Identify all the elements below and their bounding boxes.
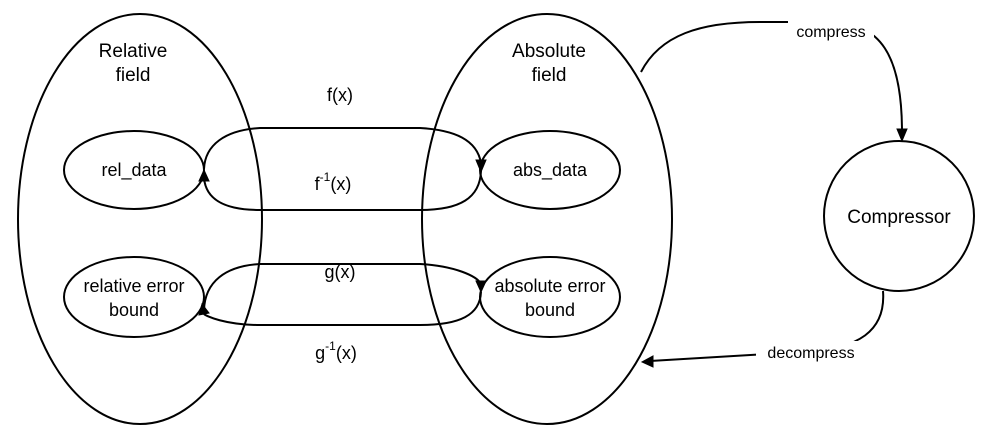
g-label: g(x) xyxy=(325,262,356,282)
absolute-error-bound-node xyxy=(479,256,621,338)
decompress-arrowhead xyxy=(640,355,654,368)
g-arrow xyxy=(203,263,482,311)
absolute-error-bound-label-line1: absolute error xyxy=(494,276,605,296)
compress-label: compress xyxy=(796,24,865,41)
f-arrow xyxy=(203,127,482,170)
compress-arrowhead xyxy=(896,128,908,143)
decompress-label-bg xyxy=(756,341,866,363)
g-inverse-label: g-1(x) xyxy=(315,339,357,363)
abs-data-node xyxy=(479,130,621,210)
compressor-node xyxy=(823,140,975,292)
g-inverse-arg: (x) xyxy=(336,343,357,363)
f-inverse-arg: (x) xyxy=(330,174,351,194)
relative-error-bound-node xyxy=(63,256,205,338)
f-inverse-label: f-1(x) xyxy=(315,170,352,194)
absolute-field-title-line1: Absolute xyxy=(512,41,586,62)
compressor-label: Compressor xyxy=(847,207,951,228)
f-label: f(x) xyxy=(327,85,353,105)
absolute-field-title-line2: field xyxy=(532,65,567,86)
absolute-error-bound-label-line2: bound xyxy=(525,300,575,320)
relative-error-bound-label-line2: bound xyxy=(109,300,159,320)
f-inverse-exponent: -1 xyxy=(320,170,331,184)
f-inverse-arrow xyxy=(203,170,482,211)
compress-label-bg xyxy=(788,20,874,42)
rel-data-node xyxy=(63,130,205,210)
relative-field-title-line1: Relative xyxy=(99,41,168,62)
absolute-field-ellipse xyxy=(421,13,673,425)
relative-field-ellipse xyxy=(17,13,263,425)
relative-error-bound-label-line1: relative error xyxy=(83,276,184,296)
relative-field-title-line2: field xyxy=(116,65,151,86)
rel-data-label: rel_data xyxy=(101,160,167,181)
g-inverse-exponent: -1 xyxy=(325,339,336,353)
f-inverse-base: f xyxy=(315,174,321,194)
g-inverse-arrow xyxy=(203,291,482,326)
g-inverse-base: g xyxy=(315,343,325,363)
decompress-label: decompress xyxy=(767,345,854,362)
abs-data-label: abs_data xyxy=(513,160,588,181)
